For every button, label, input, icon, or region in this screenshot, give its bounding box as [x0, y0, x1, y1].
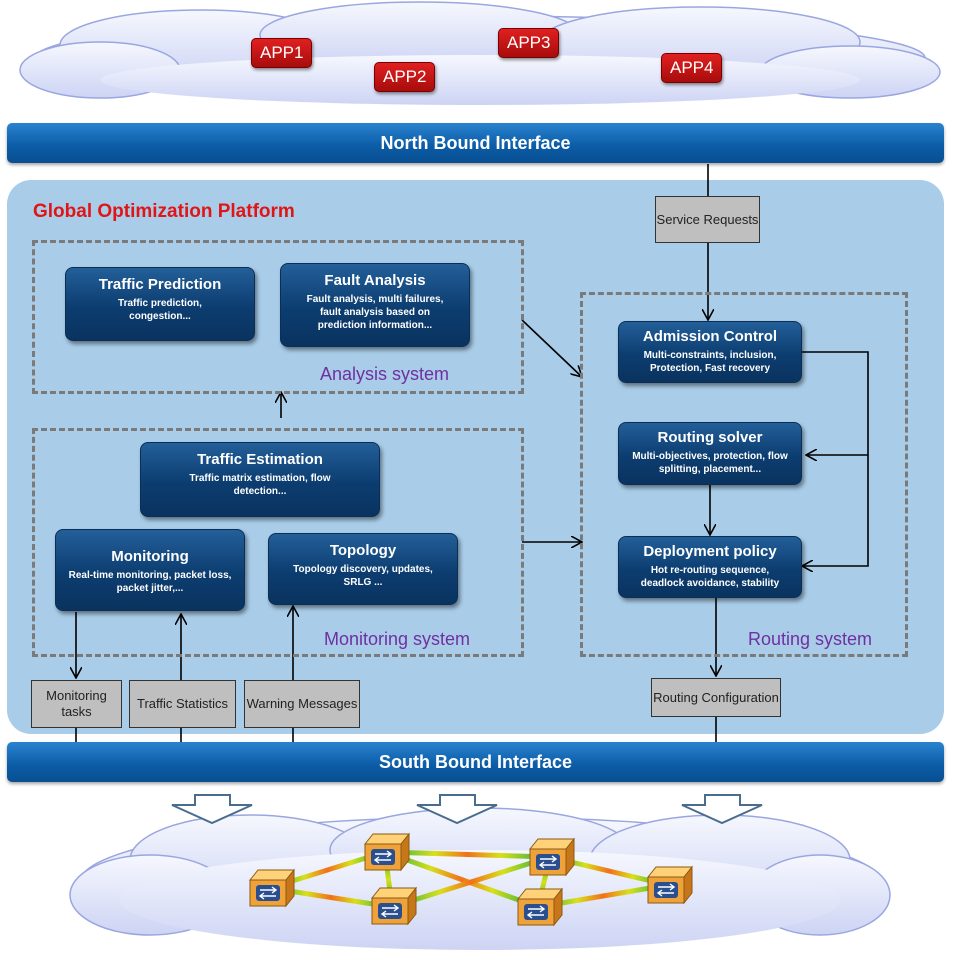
monitoring-system-label: Monitoring system: [324, 629, 471, 649]
analysis-system-box: [32, 240, 524, 394]
monitoring-tasks-box: Monitoring tasks: [31, 680, 122, 728]
module-title: Monitoring: [111, 548, 189, 565]
connector-arrow: [521, 319, 582, 377]
module-desc: Traffic prediction, congestion...: [118, 298, 202, 322]
network-switch-icon: [363, 832, 411, 872]
deployment-policy-module: Deployment policy Hot re-routing sequenc…: [618, 536, 802, 598]
south-bound-interface: South Bound Interface: [7, 742, 944, 782]
app-tag-2: APP2: [374, 62, 436, 92]
traffic-estimation-module: Traffic Estimation Traffic matrix estima…: [140, 442, 380, 517]
network-links: [267, 849, 671, 910]
traffic-statistics-box: Traffic Statistics: [129, 680, 236, 728]
down-arrow-icon: [416, 794, 498, 825]
service-requests-box: Service Requests: [655, 196, 760, 243]
down-arrow-icon: [681, 794, 763, 825]
analysis-system-label: Analysis system: [320, 364, 450, 384]
fault-analysis-module: Fault Analysis Fault analysis, multi fai…: [280, 263, 470, 347]
network-link: [382, 849, 541, 910]
module-title: Deployment policy: [643, 543, 777, 560]
routing-system-box: [580, 292, 908, 657]
app-tag-4: APP4: [661, 53, 723, 83]
network-link: [389, 854, 553, 910]
bottom-cloud-icon: [69, 807, 891, 950]
down-arrow-icon: [171, 794, 253, 825]
routing-configuration-box: Routing Configuration: [651, 678, 781, 717]
app-tag-1: APP1: [251, 38, 313, 68]
module-title: Traffic Estimation: [197, 451, 323, 468]
routing-solver-module: Routing solver Multi-objectives, protect…: [618, 422, 802, 485]
module-title: Routing solver: [657, 429, 763, 446]
monitoring-system-box: [32, 428, 524, 657]
module-desc: Traffic matrix estimation, flow detectio…: [189, 473, 331, 497]
network-switch-icon: [516, 887, 564, 927]
module-desc: Multi-objectives, protection, flow split…: [632, 451, 788, 475]
north-bound-interface: North Bound Interface: [7, 123, 944, 163]
module-title: Traffic Prediction: [98, 276, 222, 293]
network-switch-icon: [370, 886, 418, 926]
module-desc: Multi-constraints, inclusion, Protection…: [643, 350, 777, 374]
module-title: Fault Analysis: [324, 272, 426, 289]
admission-control-module: Admission Control Multi-constraints, inc…: [618, 321, 802, 383]
network-link: [382, 849, 553, 860]
network-switch-icon: [528, 837, 576, 877]
module-desc: Topology discovery, updates, SRLG ...: [293, 564, 433, 588]
warning-messages-box: Warning Messages: [244, 680, 360, 728]
platform-title: Global Optimization Platform: [33, 201, 295, 222]
module-title: Topology: [329, 542, 397, 559]
module-title: Admission Control: [642, 328, 778, 345]
routing-system-label: Routing system: [748, 629, 873, 649]
network-switch-icon: [646, 865, 694, 905]
topology-module: Topology Topology discovery, updates, SR…: [268, 533, 458, 605]
network-switch-icon: [248, 868, 296, 908]
app-tag-3: APP3: [498, 28, 560, 58]
module-desc: Fault analysis, multi failures, fault an…: [306, 294, 444, 331]
monitoring-module: Monitoring Real-time monitoring, packet …: [55, 529, 245, 611]
traffic-prediction-module: Traffic Prediction Traffic prediction, c…: [65, 267, 255, 341]
connector-arrow: [802, 351, 869, 566]
module-desc: Real-time monitoring, packet loss, packe…: [68, 570, 232, 594]
module-desc: Hot re-routing sequence, deadlock avoida…: [640, 565, 780, 589]
